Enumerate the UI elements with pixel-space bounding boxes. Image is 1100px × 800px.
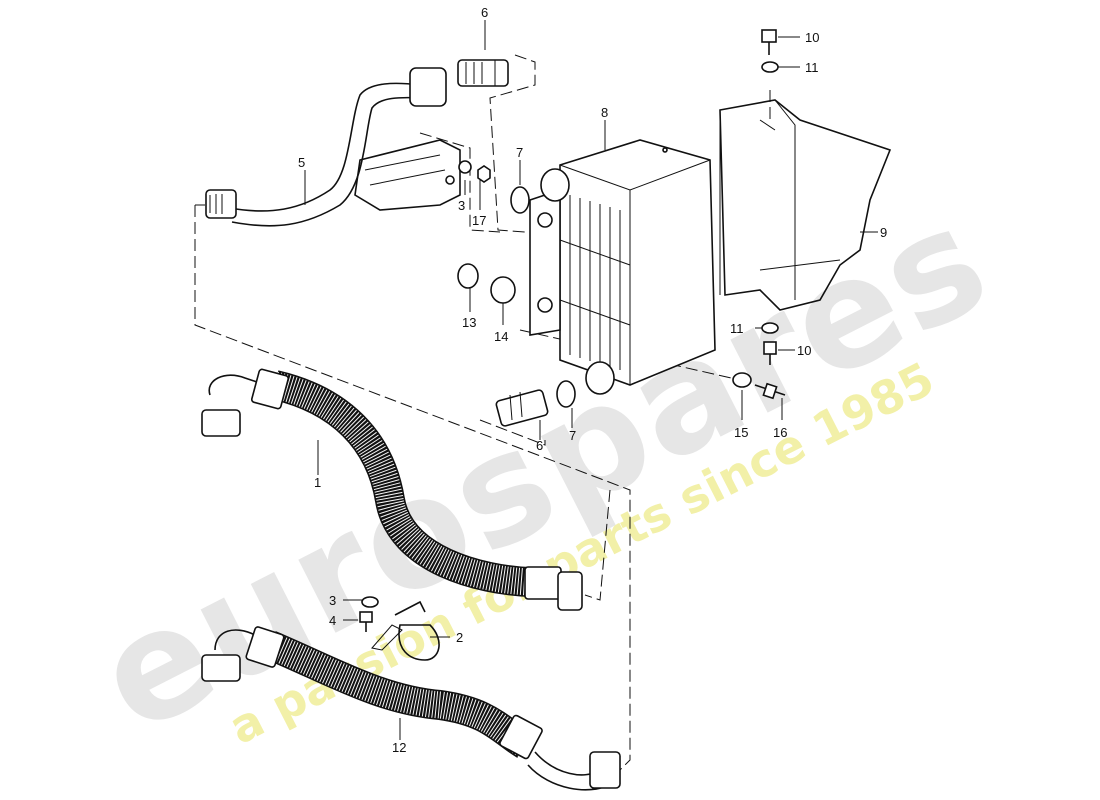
- callout-10-bottom: 10: [797, 343, 811, 358]
- fitting-part-14: [490, 276, 516, 304]
- washer-11-bottom: [761, 322, 779, 334]
- washer-part-15: [732, 372, 752, 388]
- callout-14: 14: [494, 329, 508, 344]
- hose-part-1: [201, 368, 583, 611]
- assembly-dashed-lines: [194, 54, 771, 773]
- washer-7-top: [510, 186, 530, 214]
- union-fitting-6-top: [457, 59, 509, 87]
- callout-4: 4: [329, 613, 336, 628]
- callouts: 6 8 7 5 3 17 10 11 9 11 10 13 14 15 16 6…: [298, 5, 887, 755]
- clamp-part-2: [371, 600, 440, 661]
- callout-6-bottom: 6: [536, 438, 543, 453]
- union-fitting-6-bottom: [495, 389, 549, 427]
- hose-12-end-right: [499, 714, 543, 760]
- hose-12-nut-left: [201, 654, 241, 682]
- hose-1-nut-left: [201, 409, 241, 437]
- pipe-bracket: [354, 139, 461, 211]
- callout-7-bottom: 7: [569, 428, 576, 443]
- bolt-10-top: [761, 29, 777, 55]
- callout-8: 8: [601, 105, 608, 120]
- hose-part-12: [201, 626, 621, 791]
- callout-3-top: 3: [458, 198, 465, 213]
- callout-16: 16: [773, 425, 787, 440]
- callout-10-top: 10: [805, 30, 819, 45]
- leader-lines: [304, 20, 878, 740]
- bolt-10-bottom: [763, 341, 777, 365]
- hose-12-end-left: [245, 626, 285, 668]
- callout-6-top: 6: [481, 5, 488, 20]
- washer-3-bottom: [361, 596, 379, 608]
- cooler-cover-part-9: [719, 99, 892, 311]
- hose-12-nut-right: [589, 751, 621, 789]
- pipe-part-5: [205, 67, 461, 227]
- bolt-part-16: [754, 382, 786, 400]
- washer-3-top: [458, 160, 472, 174]
- oil-cooler-part-8: [529, 139, 716, 395]
- callout-9: 9: [880, 225, 887, 240]
- callout-13: 13: [462, 315, 476, 330]
- hose-1-end-right: [524, 566, 562, 600]
- callout-12: 12: [392, 740, 406, 755]
- callout-11-top: 11: [805, 60, 819, 75]
- washer-11-top: [761, 61, 779, 73]
- pipe-5-fitting: [409, 67, 447, 107]
- hose-1-end-left: [250, 368, 290, 410]
- washer-7-bottom: [556, 380, 576, 408]
- callout-1: 1: [314, 475, 321, 490]
- pipe-5-nut: [205, 189, 237, 219]
- callout-15: 15: [734, 425, 748, 440]
- callout-7-top: 7: [516, 145, 523, 160]
- callout-3-bottom: 3: [329, 593, 336, 608]
- callout-11-bottom: 11: [730, 321, 744, 336]
- nut-17: [477, 165, 491, 183]
- bolt-part-4: [359, 611, 373, 632]
- callout-17: 17: [472, 213, 486, 228]
- hose-1-nut-right: [557, 571, 583, 611]
- plug-part-13: [457, 263, 479, 289]
- callout-5: 5: [298, 155, 305, 170]
- callout-2: 2: [456, 630, 463, 645]
